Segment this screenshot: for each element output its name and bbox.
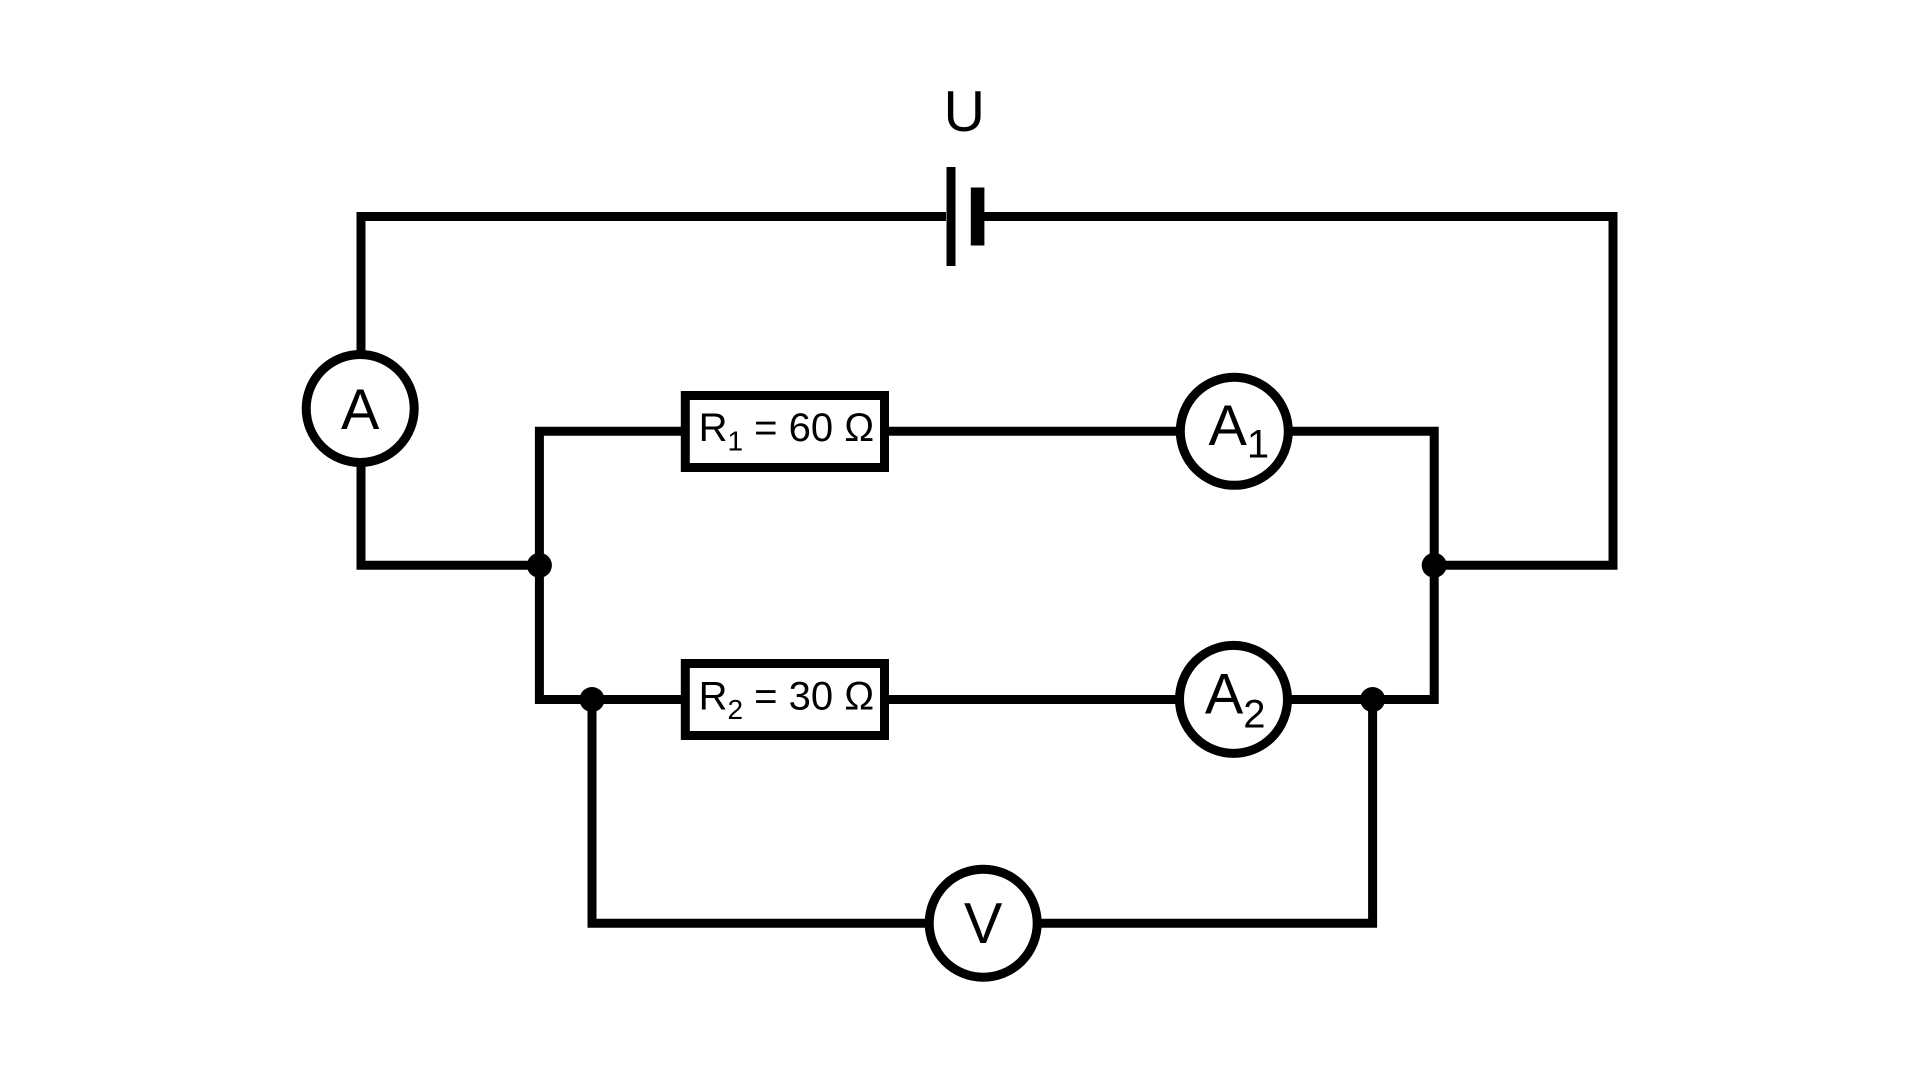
svg-text:U: U bbox=[944, 80, 986, 144]
svg-text:A: A bbox=[341, 378, 380, 442]
svg-text:R2 = 30 Ω: R2 = 30 Ω bbox=[699, 675, 875, 726]
svg-text:V: V bbox=[964, 892, 1003, 956]
svg-text:R1 = 60 Ω: R1 = 60 Ω bbox=[699, 406, 875, 457]
